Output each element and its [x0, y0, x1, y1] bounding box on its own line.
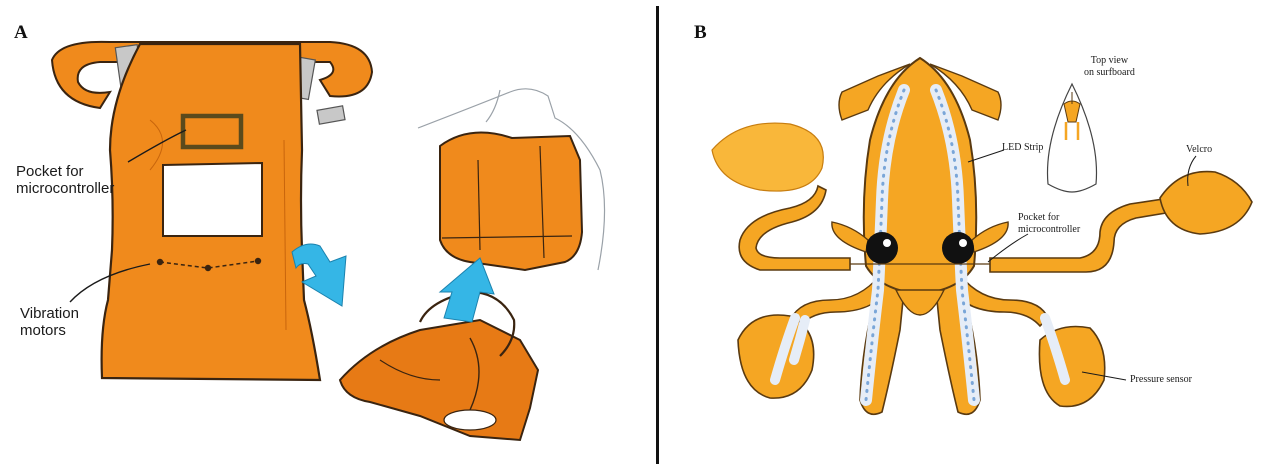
squid-eye-left [866, 232, 898, 264]
label-led-strip: LED Strip [1002, 142, 1043, 154]
squid-lower-lobe [896, 290, 944, 315]
label-pressure-sensor: Pressure sensor [1130, 374, 1192, 386]
label-top-view-line2: on surfboard [1084, 67, 1135, 79]
squid-eye-right [942, 232, 974, 264]
led-leader [968, 150, 1004, 162]
label-top-view-line1: Top view [1084, 55, 1135, 67]
velcro-pad-right [1160, 172, 1252, 234]
label-top-view: Top view on surfboard [1084, 55, 1135, 78]
squid-drawing [712, 58, 1252, 414]
label-pocket-b-line2: microcontroller [1018, 224, 1080, 236]
squid-arm-right [990, 198, 1172, 272]
velcro-pad-left [712, 123, 823, 191]
label-pocket-b: Pocket for microcontroller [1018, 212, 1080, 235]
surfboard-top-view [1048, 84, 1097, 192]
label-pocket-b-line1: Pocket for [1018, 212, 1080, 224]
label-velcro: Velcro [1186, 144, 1212, 156]
